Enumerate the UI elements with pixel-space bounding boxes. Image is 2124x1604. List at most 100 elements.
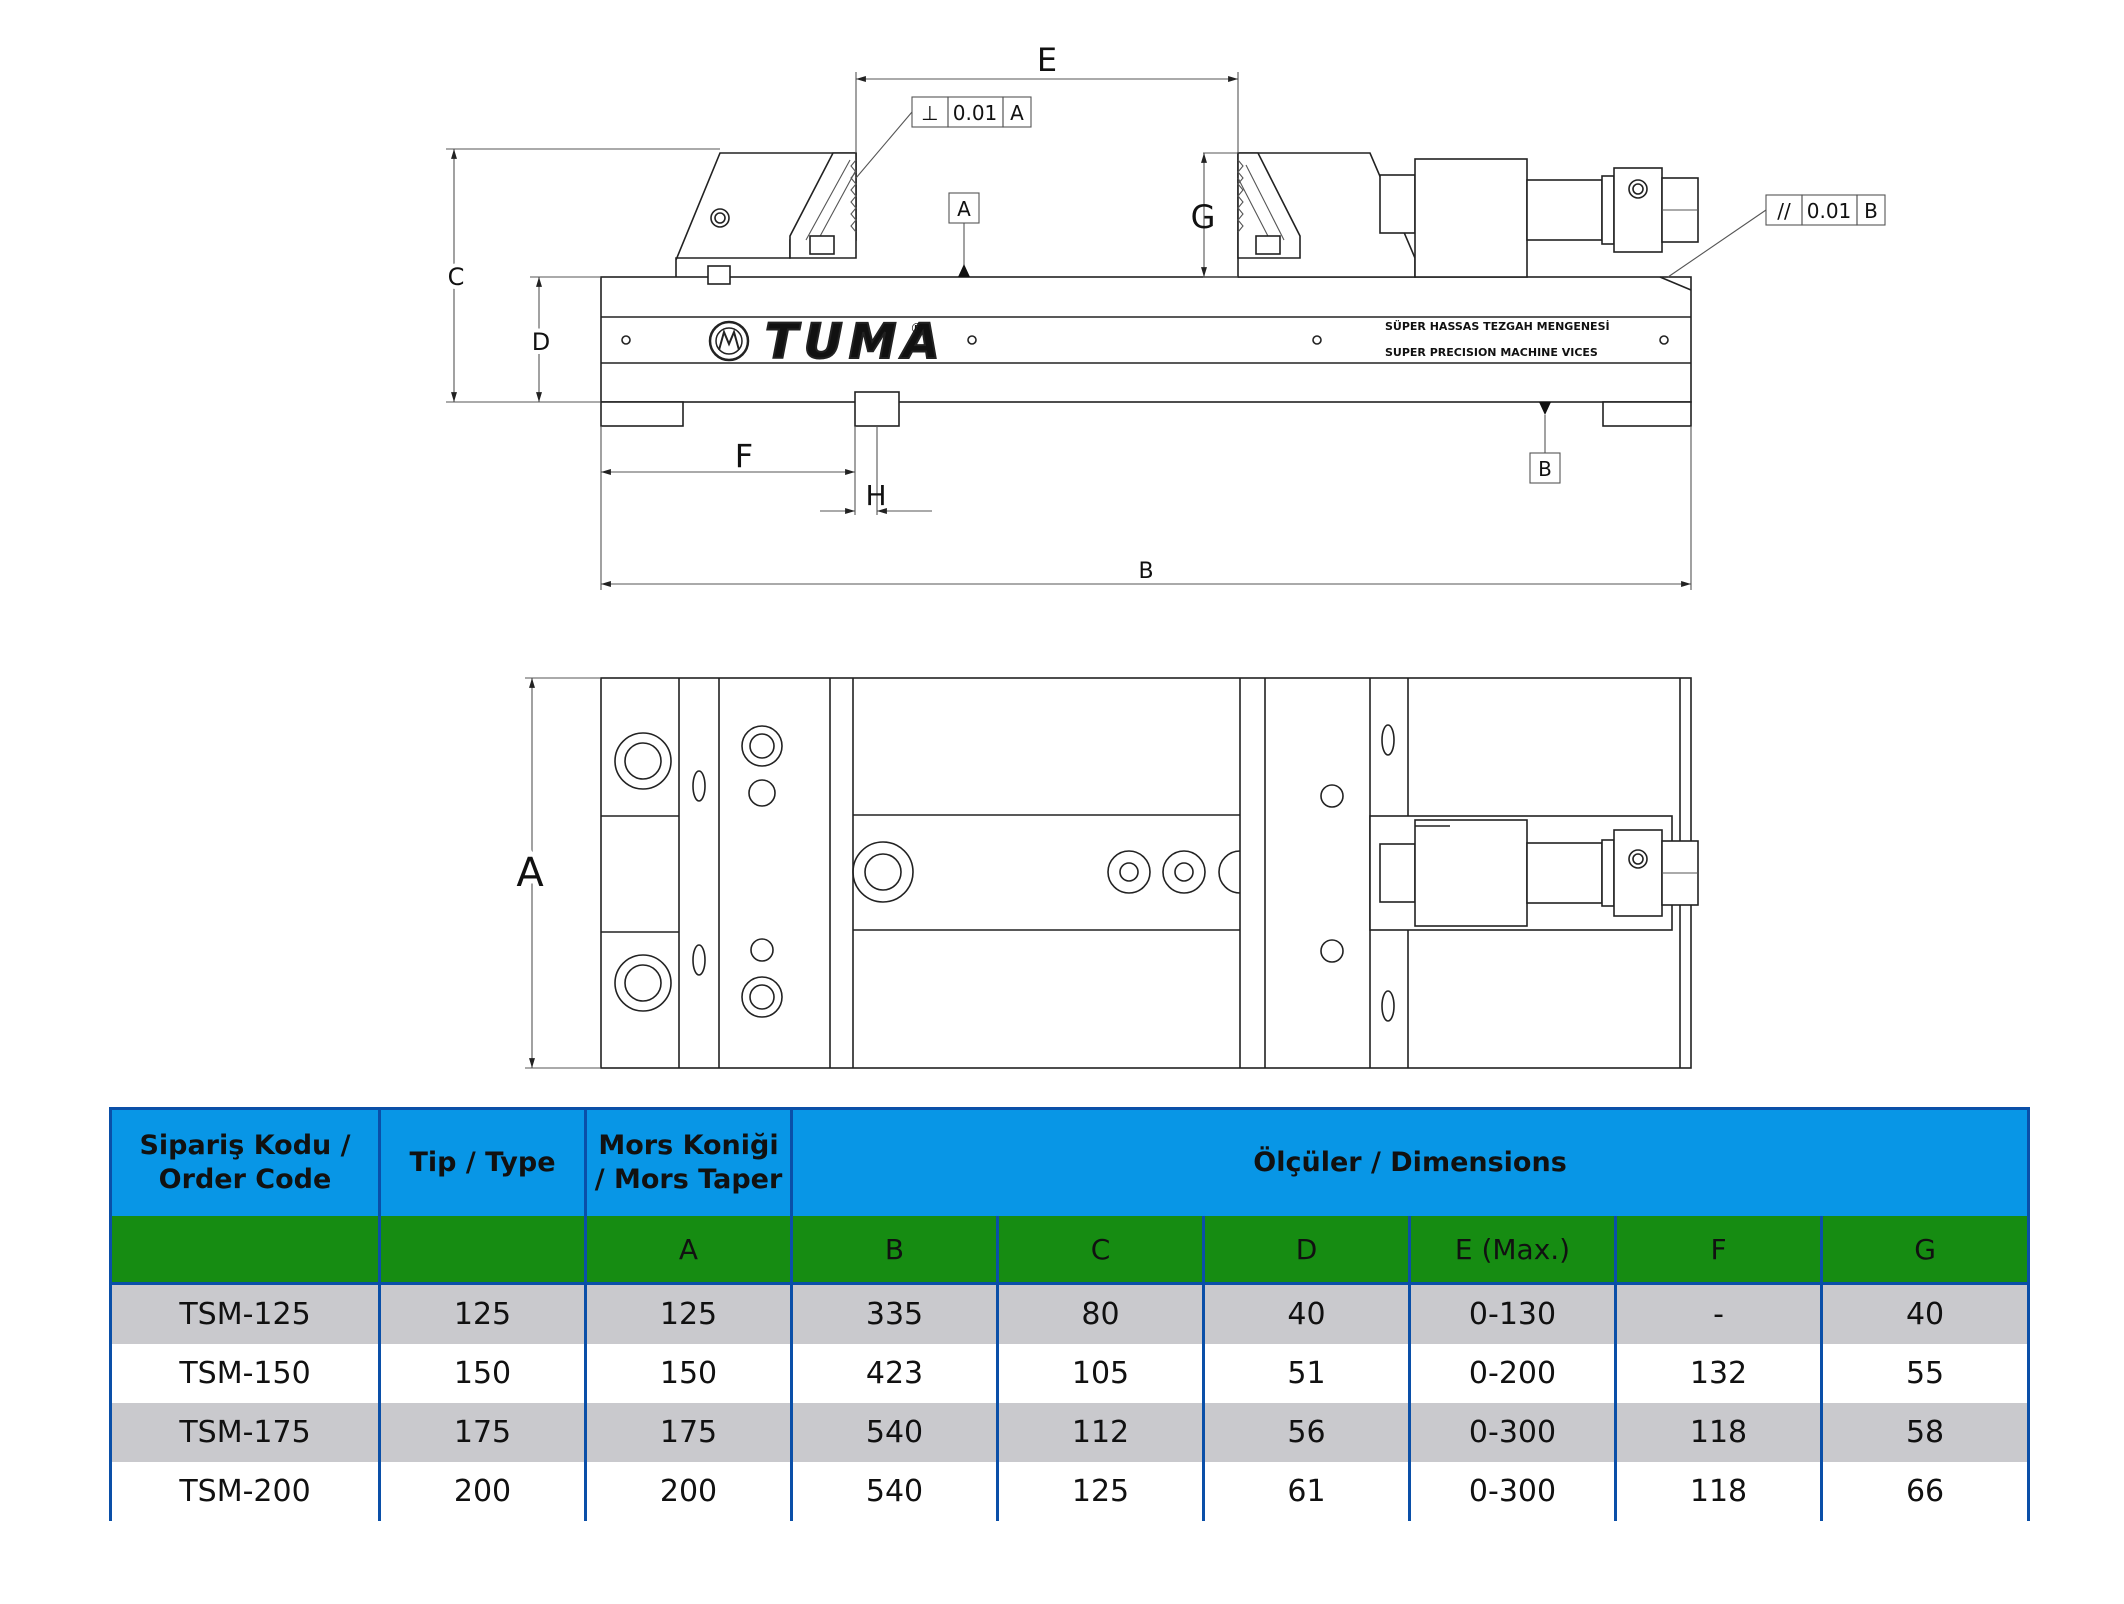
table-cell: 61	[1203, 1462, 1411, 1521]
hole-icon	[614, 954, 672, 1012]
table-cell: 105	[997, 1344, 1205, 1403]
table-cell: 51	[1203, 1344, 1411, 1403]
table-cell: 56	[1203, 1403, 1411, 1462]
hole-icon	[614, 732, 672, 790]
perpendicular-icon: ⊥	[921, 101, 938, 125]
slot-icon	[692, 770, 706, 802]
foot-left	[600, 401, 684, 427]
spindle-nut-top	[1414, 819, 1528, 927]
table-cell: TSM-150	[109, 1344, 381, 1403]
table-cell: 118	[1615, 1462, 1823, 1521]
datum-a-label: A	[957, 197, 971, 221]
slot-icon	[692, 944, 706, 976]
table-cell: 0-300	[1409, 1403, 1617, 1462]
table-cell: 175	[379, 1403, 587, 1462]
subheader-cell: B	[791, 1216, 999, 1285]
technical-drawing: TUMA ® SÜPER HASSAS TEZGAH MENGENESİ SUP…	[444, 41, 1886, 1069]
svg-text:B: B	[1864, 199, 1878, 223]
header-dimensions: Ölçüler / Dimensions	[791, 1108, 2031, 1216]
table-cell: 112	[997, 1403, 1205, 1462]
slot-icon	[1381, 724, 1395, 756]
table-cell: 118	[1615, 1403, 1823, 1462]
vise-body	[600, 276, 1692, 403]
svg-text:A: A	[1010, 101, 1024, 125]
table-cell: 200	[585, 1462, 793, 1521]
dim-label-c: C	[448, 263, 465, 291]
plate-line-2: SUPER PRECISION MACHINE VICES	[1385, 346, 1598, 359]
header-order-code: Sipariş Kodu /Order Code	[109, 1108, 381, 1216]
hole-icon	[710, 208, 730, 228]
table-row: TSM-175 175 175 540 112 56 0-300 118 58	[109, 1403, 2031, 1462]
header-type: Tip / Type	[379, 1108, 587, 1216]
hole-icon	[1320, 784, 1344, 808]
table-cell: 0-130	[1409, 1283, 1617, 1344]
hole-icon	[741, 976, 783, 1018]
table-row: TSM-150 150 150 423 105 51 0-200 132 55	[109, 1344, 2031, 1403]
tuma-logo: TUMA ®	[708, 313, 941, 371]
table-cell: 175	[585, 1403, 793, 1462]
hole-icon	[621, 335, 631, 345]
subheader-cell: F	[1615, 1216, 1823, 1285]
table-cell: 125	[997, 1462, 1205, 1521]
hole-icon	[967, 335, 977, 345]
top-view: A	[511, 677, 1699, 1069]
table-row: TSM-125 125 125 335 80 40 0-130 - 40	[109, 1283, 2031, 1344]
registered-mark: ®	[910, 321, 924, 337]
parallel-icon: //	[1777, 199, 1791, 223]
table-cell: 40	[1203, 1283, 1411, 1344]
table-cell: 58	[1821, 1403, 2031, 1462]
table-cell: 335	[791, 1283, 999, 1344]
table-cell: -	[1615, 1283, 1823, 1344]
table-cell: 66	[1821, 1462, 2031, 1521]
dimensions-table: Sipariş Kodu /Order Code Tip / Type Mors…	[109, 1107, 2031, 1521]
table-cell: 80	[997, 1283, 1205, 1344]
hole-icon	[852, 841, 914, 903]
datum-b-label: B	[1538, 457, 1552, 481]
table-cell: 150	[379, 1344, 587, 1403]
table-cell: 132	[1615, 1344, 1823, 1403]
svg-text:0.01: 0.01	[953, 101, 998, 125]
table-cell: TSM-175	[109, 1403, 381, 1462]
table-cell: TSM-125	[109, 1283, 381, 1344]
hole-icon	[748, 779, 776, 807]
hole-icon	[1320, 939, 1344, 963]
header-mors-taper: Mors Koniği/ Mors Taper	[585, 1108, 793, 1216]
subheader-cell	[379, 1216, 587, 1285]
table-row: TSM-200 200 200 540 125 61 0-300 118 66	[109, 1462, 2031, 1521]
table-cell: 125	[585, 1283, 793, 1344]
tolerance-frame-parallel: // 0.01 B	[1667, 194, 1886, 278]
dim-label-d: D	[532, 328, 550, 356]
svg-text:0.01: 0.01	[1807, 199, 1852, 223]
subheader-cell: A	[585, 1216, 793, 1285]
hole-icon	[1312, 335, 1322, 345]
subheader-cell: D	[1203, 1216, 1411, 1285]
hole-icon	[1628, 849, 1648, 869]
key-block	[854, 391, 900, 427]
foot-right	[1602, 401, 1692, 427]
hole-icon	[1162, 850, 1206, 894]
hole-icon	[741, 725, 783, 767]
table-cell: 423	[791, 1344, 999, 1403]
dim-label-b: B	[1138, 559, 1153, 584]
hole-icon	[1628, 179, 1648, 199]
table-cell: 540	[791, 1403, 999, 1462]
dim-label-g: G	[1191, 198, 1216, 236]
plate-line-1: SÜPER HASSAS TEZGAH MENGENESİ	[1385, 319, 1610, 333]
subheader-cell: C	[997, 1216, 1205, 1285]
tolerance-frame-perpendicular: ⊥ 0.01 A	[855, 96, 1032, 179]
dim-label-f: F	[735, 437, 753, 475]
side-view: TUMA ® SÜPER HASSAS TEZGAH MENGENESİ SUP…	[444, 41, 1886, 590]
spindle-nut	[1414, 158, 1528, 278]
hole-icon	[750, 938, 774, 962]
table-cell: TSM-200	[109, 1462, 381, 1521]
dim-label-e: E	[1037, 41, 1057, 79]
table-cell: 55	[1821, 1344, 2031, 1403]
table-cell: 200	[379, 1462, 587, 1521]
slot-icon	[1381, 990, 1395, 1022]
table-cell: 0-300	[1409, 1462, 1617, 1521]
table-header-row: Sipariş Kodu /Order Code Tip / Type Mors…	[109, 1108, 2031, 1216]
dim-label-a: A	[516, 850, 544, 896]
spindle-shaft	[1526, 179, 1603, 241]
table-cell: 125	[379, 1283, 587, 1344]
table-cell: 540	[791, 1462, 999, 1521]
